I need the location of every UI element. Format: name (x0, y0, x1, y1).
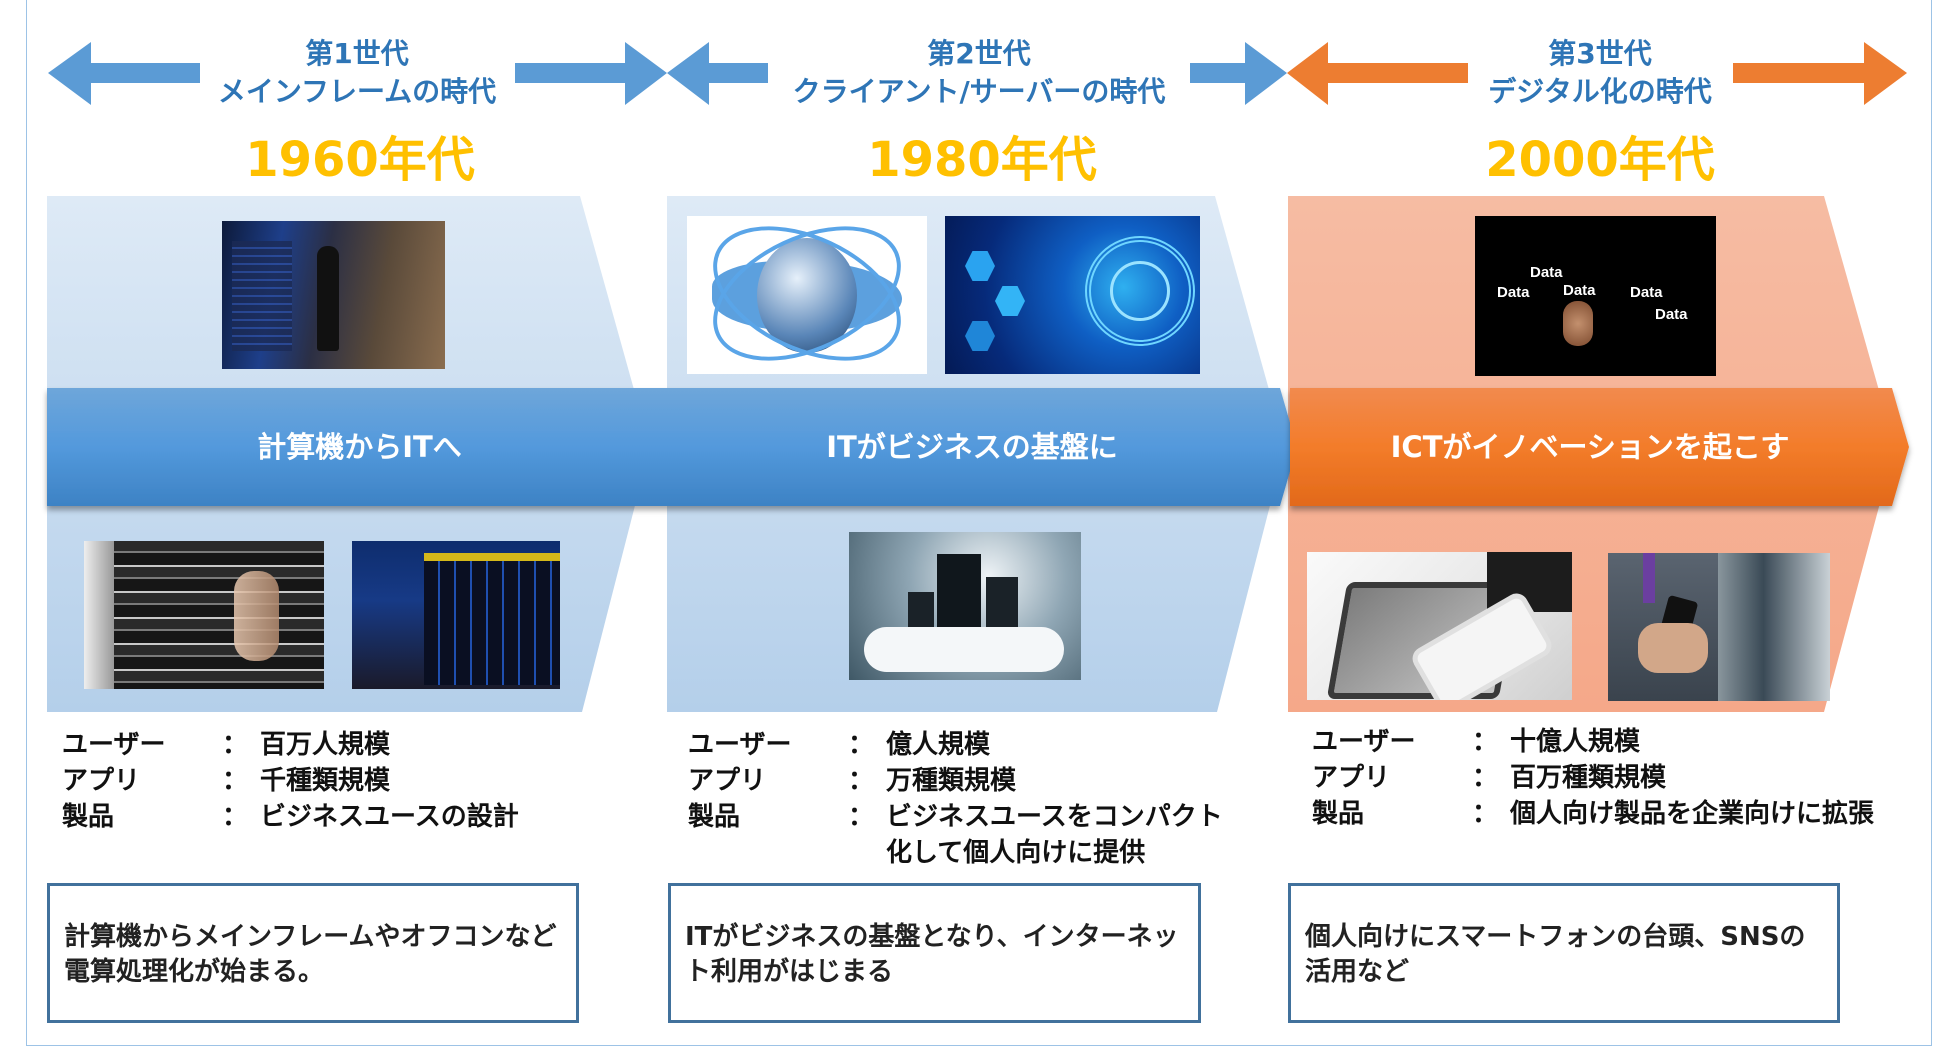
spec-colon: ： (222, 730, 249, 760)
data-label: Data (1655, 306, 1688, 323)
spec-list-gen3: ユーザー ： 十億人規模 アプリ ： 百万種類規模 製品 ： 個人向け製品を企業向けに拡張 (1312, 724, 1932, 832)
hexagon (965, 251, 995, 281)
spec-value: ビジネスユースをコンパクト化して個人向けに提供 (886, 802, 1223, 868)
spec-label: アプリ (688, 766, 767, 796)
arrow-left-icon (48, 42, 200, 105)
necktie (1643, 553, 1655, 603)
globe (757, 238, 857, 353)
spec-value: 個人向け製品を企業向けに拡張 (1510, 799, 1875, 829)
target-ring (1110, 261, 1170, 321)
generation-heading-1: 第1世代 メインフレームの時代 (157, 35, 557, 111)
slide-frame (26, 0, 1932, 1046)
tablet-smartphone-photo (1307, 552, 1572, 700)
era-label: 1960年代 (245, 132, 475, 188)
target-ring (1085, 236, 1195, 346)
spec-value: ビジネスユースの設計 (260, 802, 519, 832)
spec-label: ユーザー (62, 730, 166, 760)
arrow-left-icon (667, 42, 768, 105)
cable-tray (424, 553, 560, 561)
spec-colon: ： (1472, 763, 1499, 793)
description-box-gen2: ITがビジネスの基盤となり、インターネット利用がはじまる (668, 883, 1201, 1023)
era-label: 2000年代 (1485, 132, 1715, 188)
spec-colon: ： (1472, 727, 1499, 757)
generation-label: 第2世代 (927, 37, 1031, 70)
arrow-right-icon (515, 42, 667, 105)
data-hexagon-photo: Data Data Data Data Data (1475, 216, 1716, 376)
arrow-right-icon (1733, 42, 1907, 105)
generation-subtitle: デジタル化の時代 (1488, 75, 1712, 108)
globe-network-photo (687, 216, 927, 374)
spec-row-users: ユーザー ： 百万人規模 (62, 727, 622, 763)
spec-row-products: 製品 ： ビジネスユースをコンパクト化して個人向けに提供 (688, 799, 1243, 871)
generation-label: 第1世代 (305, 37, 409, 70)
banner-text-gen2: ITがビジネスの基盤に (826, 430, 1118, 464)
spec-list-gen2: ユーザー ： 億人規模 アプリ ： 万種類規模 製品 ： ビジネスユースをコンパクト化して個… (688, 727, 1243, 871)
generation-subtitle: メインフレームの時代 (217, 75, 497, 108)
spec-colon: ： (848, 766, 875, 796)
spec-row-apps: アプリ ： 百万種類規模 (1312, 760, 1932, 796)
hexagon (995, 286, 1025, 316)
spec-colon: ： (848, 730, 875, 760)
spec-value: 億人規模 (886, 730, 991, 760)
server-rack-photo (84, 541, 324, 689)
spec-label: ユーザー (1312, 727, 1416, 757)
hand (234, 571, 279, 661)
banner-blue (47, 388, 1297, 506)
data-label: Data (1530, 264, 1563, 281)
hand (1638, 623, 1708, 673)
spec-value: 万種類規模 (886, 766, 1017, 796)
era-label: 1980年代 (867, 132, 1097, 188)
spec-row-apps: アプリ ： 千種類規模 (62, 763, 622, 799)
rack-handle (84, 541, 114, 689)
spec-row-apps: アプリ ： 万種類規模 (688, 763, 1243, 799)
generation-label: 第3世代 (1548, 37, 1652, 70)
person-silhouette (317, 246, 339, 351)
spec-colon: ： (222, 766, 249, 796)
data-label: Data (1563, 282, 1596, 299)
spec-label: ユーザー (688, 730, 792, 760)
digital-tech-photo (945, 216, 1200, 374)
spec-label: 製品 (62, 802, 115, 832)
pointing-hand (1563, 301, 1593, 346)
data-label: Data (1497, 284, 1530, 301)
businessman-smartphone-photo (1608, 553, 1830, 701)
spec-list-gen1: ユーザー ： 百万人規模 アプリ ： 千種類規模 製品 ： ビジネスユースの設計 (62, 727, 622, 835)
arrow-left-icon (1287, 42, 1468, 105)
data-label: Data (1630, 284, 1663, 301)
spec-colon: ： (1472, 799, 1499, 829)
generation-subtitle: クライアント/サーバーの時代 (792, 75, 1166, 108)
spec-colon: ： (848, 802, 875, 832)
arrow-right-icon (1190, 42, 1287, 105)
spec-row-products: 製品 ： 個人向け製品を企業向けに拡張 (1312, 796, 1932, 832)
spec-label: 製品 (688, 802, 741, 832)
spec-row-users: ユーザー ： 億人規模 (688, 727, 1243, 763)
hexagon (965, 321, 995, 351)
supercomputer-room-photo (352, 541, 560, 689)
spec-label: 製品 (1312, 799, 1365, 829)
generation-heading-2: 第2世代 クライアント/サーバーの時代 (779, 35, 1179, 111)
spec-value: 百万種類規模 (1510, 763, 1667, 793)
spec-row-users: ユーザー ： 十億人規模 (1312, 724, 1932, 760)
cabinet-row (424, 559, 560, 685)
spec-value: 百万人規模 (260, 730, 391, 760)
spec-label: アプリ (62, 766, 141, 796)
data-center-corridor-photo (222, 221, 445, 369)
banner-text-gen1: 計算機からITへ (257, 430, 462, 464)
spec-colon: ： (222, 802, 249, 832)
cloud-servers-photo (849, 532, 1081, 680)
generation-heading-3: 第3世代 デジタル化の時代 (1400, 35, 1800, 111)
spec-value: 十億人規模 (1510, 727, 1641, 757)
description-box-gen3: 個人向けにスマートフォンの台頭、SNSの活用など (1288, 883, 1840, 1023)
banner-orange (1290, 388, 1909, 506)
cloud (864, 627, 1064, 672)
banner-text-gen3: ICTがイノベーションを起こす (1390, 430, 1790, 464)
description-box-gen1: 計算機からメインフレームやオフコンなど電算処理化が始まる。 (47, 883, 579, 1023)
spec-value: 千種類規模 (260, 766, 391, 796)
spec-row-products: 製品 ： ビジネスユースの設計 (62, 799, 622, 835)
server-wall (232, 241, 292, 351)
spec-label: アプリ (1312, 763, 1391, 793)
